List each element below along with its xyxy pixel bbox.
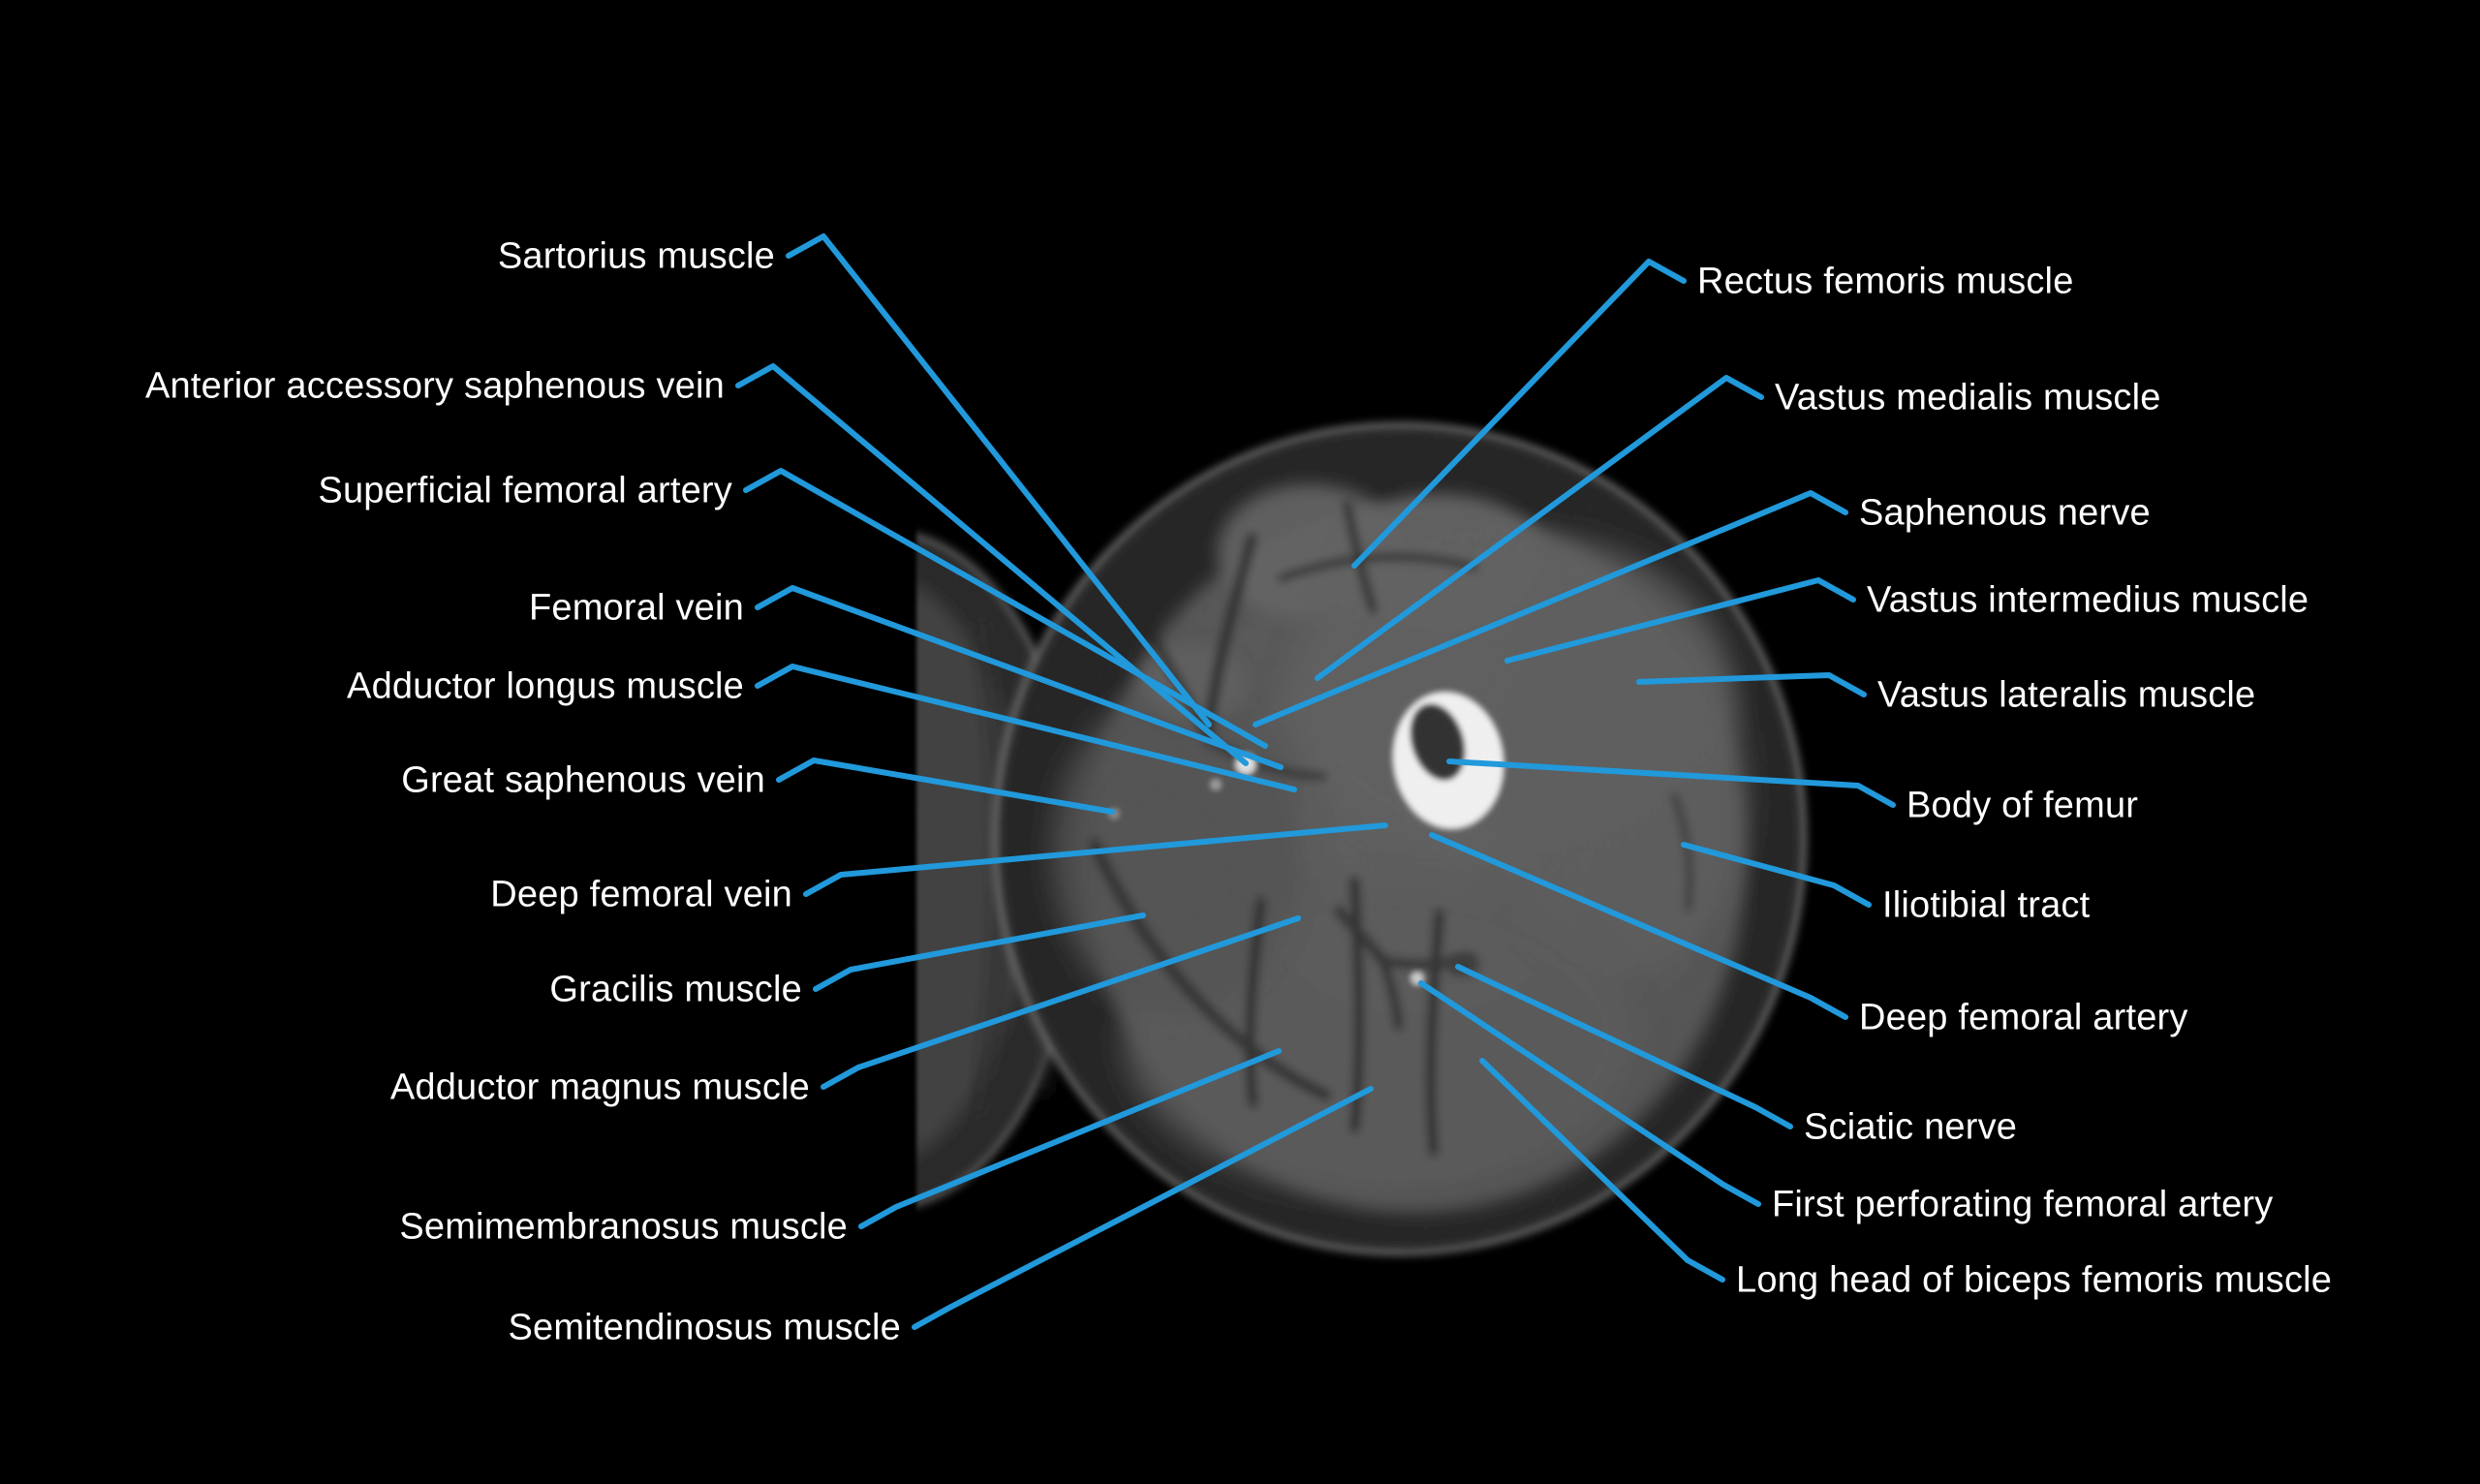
leader-line-body-of-femur [1446, 758, 1896, 808]
leader-line-gracilis-muscle [813, 912, 1146, 992]
leader-line-sciatic-nerve [1455, 964, 1793, 1129]
leader-line-first-perforating-femoral-artery [1418, 980, 1761, 1207]
leader-line-vastus-medialis-muscle [1315, 375, 1764, 681]
leader-line-great-saphenous-vein [776, 757, 1115, 815]
leader-line-deep-femoral-vein [803, 822, 1388, 897]
leader-line-adductor-longus-muscle [755, 664, 1297, 792]
leader-line-saphenous-nerve [1253, 490, 1848, 727]
leader-line-long-head-of-biceps-femoris-muscle [1479, 1058, 1725, 1283]
leader-line-semitendinosus-muscle [912, 1086, 1374, 1330]
ct-scan-rendering [916, 422, 1807, 1255]
leader-line-anterior-accessory-saphenous-vein [735, 363, 1249, 766]
leader-line-sartorius-muscle [786, 233, 1212, 727]
leader-line-adductor-magnus-muscle [821, 915, 1301, 1090]
leader-line-superficial-femoral-artery [743, 468, 1268, 749]
leader-line-femoral-vein [755, 585, 1284, 770]
leader-line-rectus-femoris-muscle [1351, 259, 1687, 569]
leader-lines-layer [735, 233, 1896, 1330]
leader-line-vastus-lateralis-muscle [1636, 672, 1867, 697]
leader-line-deep-femoral-artery [1429, 832, 1848, 1020]
leader-line-vastus-intermedius-muscle [1504, 577, 1856, 664]
leader-line-semimembranosus-muscle [858, 1048, 1282, 1229]
leader-line-iliotibial-tract [1681, 842, 1872, 908]
